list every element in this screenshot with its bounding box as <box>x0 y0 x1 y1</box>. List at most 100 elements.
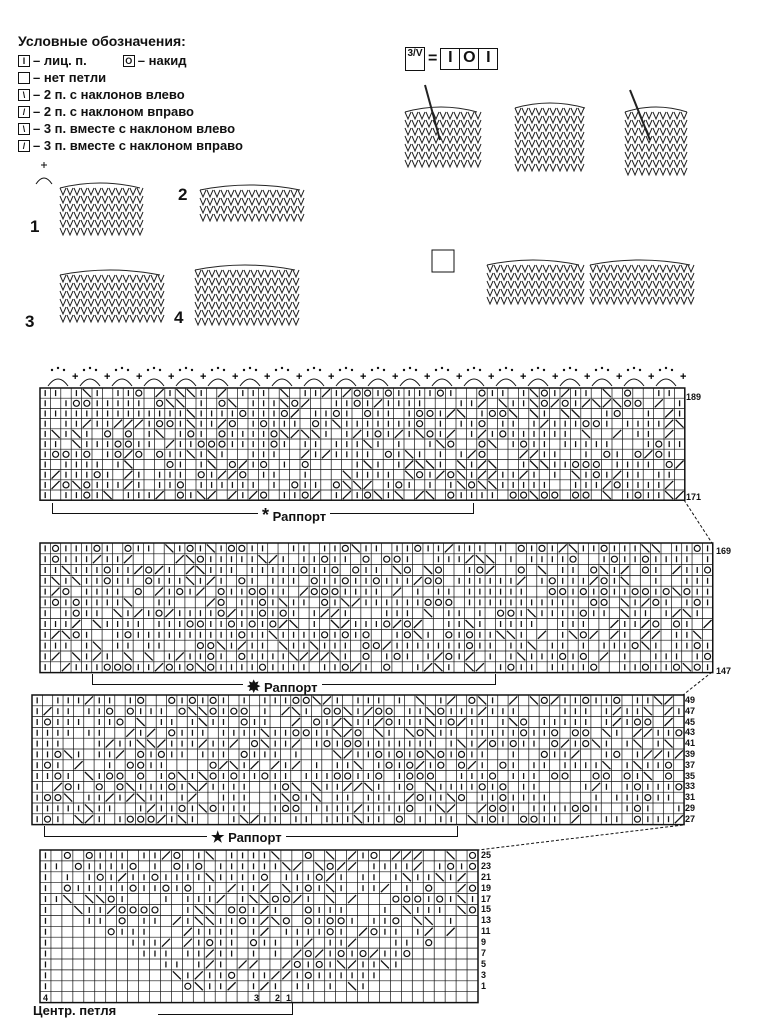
row-label: 39 <box>685 748 696 759</box>
yarnover-symbol <box>582 729 590 737</box>
picot-dot <box>402 368 406 372</box>
yarnover-symbol <box>83 399 91 407</box>
picot-dot <box>542 368 546 372</box>
yarnover-symbol <box>258 609 267 617</box>
decrease-right-symbol <box>320 651 330 661</box>
decrease-left-symbol <box>325 883 335 893</box>
yarnover-symbol <box>103 430 112 438</box>
yarnover-symbol <box>551 729 559 737</box>
yarnover-symbol <box>168 696 176 705</box>
decrease-left-symbol <box>347 981 357 991</box>
yarnover-symbol <box>664 772 673 780</box>
decrease-left-symbol <box>423 608 433 618</box>
yarnover-symbol <box>633 718 642 726</box>
decrease-right-symbol <box>446 803 456 813</box>
decrease-right-symbol <box>609 619 619 629</box>
decrease-right-symbol <box>321 388 331 398</box>
yarnover-symbol <box>93 471 101 479</box>
picot-plus: + <box>296 371 302 383</box>
decrease-right-symbol <box>589 630 599 640</box>
decrease-right-symbol <box>123 470 133 480</box>
yarnover-symbol <box>496 609 505 617</box>
yarnover-symbol <box>176 491 184 499</box>
yarnover-symbol <box>571 804 579 813</box>
yarnover-symbol <box>403 620 412 628</box>
row-label: 5 <box>481 958 487 969</box>
yarnover-symbol <box>258 663 267 671</box>
decrease-right-symbol <box>84 814 94 824</box>
decrease-right-symbol <box>292 894 302 904</box>
picot-dot <box>626 368 630 372</box>
decrease-left-symbol <box>71 651 81 661</box>
decrease-right-symbol <box>446 429 456 439</box>
picot-dot <box>530 368 534 372</box>
decrease-right-symbol <box>250 814 259 824</box>
yarnover-symbol <box>613 696 621 705</box>
yarnover-symbol <box>312 420 320 428</box>
decrease-right-symbol <box>570 814 580 824</box>
yarnover-symbol <box>603 450 611 458</box>
yarnover-symbol <box>126 707 134 715</box>
row-label: 15 <box>481 904 492 915</box>
decrease-right-symbol <box>434 651 443 661</box>
yarnover-symbol <box>362 652 370 661</box>
decrease-right-symbol <box>227 981 237 991</box>
decrease-left-symbol <box>51 429 61 439</box>
decrease-right-symbol <box>183 927 193 937</box>
figure-1-label: 1 <box>30 217 40 236</box>
yarnover-symbol <box>517 566 525 574</box>
decrease-left-symbol <box>475 554 485 564</box>
decrease-left-symbol <box>82 388 92 398</box>
decrease-left-symbol <box>620 608 630 618</box>
row-label: 147 <box>716 666 732 676</box>
yarnover-symbol <box>145 566 153 574</box>
yarnover-symbol <box>302 696 310 705</box>
repeat-label: * Раппорт <box>258 505 331 526</box>
picot-arc <box>463 378 485 387</box>
yarnover-symbol <box>301 460 309 469</box>
decrease-right-symbol <box>300 449 310 459</box>
decrease-left-symbol <box>363 460 373 469</box>
decrease-right-symbol <box>194 970 204 980</box>
yarnover-symbol <box>465 641 474 650</box>
picot-dot <box>222 368 226 372</box>
yarnover-symbol <box>188 696 197 705</box>
decrease-right-symbol <box>570 749 580 759</box>
legend-item-yarnover: – накид <box>137 53 187 68</box>
yarnover-symbol <box>124 663 132 671</box>
row-label: 29 <box>685 802 696 813</box>
decrease-left-symbol <box>144 651 154 661</box>
decrease-right-symbol <box>353 803 363 813</box>
yarnover-symbol <box>51 555 60 563</box>
legend-item-3-right: /– 3 п. вместе с наклоном вправо <box>18 137 243 154</box>
picot-dot <box>190 368 194 372</box>
decrease-left-symbol <box>457 739 466 749</box>
decrease-right-symbol <box>467 760 477 770</box>
knitted-swatch-drawing <box>194 264 300 327</box>
yarnover-symbol <box>693 663 701 671</box>
legend-item-no-stitch: – нет петли <box>18 69 243 86</box>
yarnover-symbol <box>166 420 174 428</box>
yarnover-symbol <box>208 440 216 448</box>
decrease-left-symbol <box>506 630 516 640</box>
legend-item-2-right: /– 2 п. с наклоном вправо <box>18 103 243 120</box>
decrease-left-symbol <box>529 388 539 398</box>
decrease-left-symbol <box>71 576 81 586</box>
picot-dot <box>606 368 610 372</box>
decrease-right-symbol <box>238 959 248 969</box>
decrease-left-symbol <box>343 706 353 716</box>
decrease-right-symbol <box>392 587 402 597</box>
repeat-label: ✸ Раппорт <box>243 677 322 697</box>
decrease-left-symbol <box>229 760 239 770</box>
row-label: 19 <box>481 882 492 893</box>
decrease-left-symbol <box>415 429 425 439</box>
yarnover-symbol <box>74 862 82 870</box>
decrease-left-symbol <box>330 619 340 629</box>
yarnover-symbol <box>468 481 476 489</box>
decrease-right-symbol <box>155 388 165 398</box>
decrease-right-symbol <box>336 861 346 871</box>
decrease-right-symbol <box>404 460 414 469</box>
decrease-left-symbol <box>73 905 83 915</box>
yarnover-symbol <box>156 450 164 458</box>
decrease-left-symbol <box>529 460 539 469</box>
